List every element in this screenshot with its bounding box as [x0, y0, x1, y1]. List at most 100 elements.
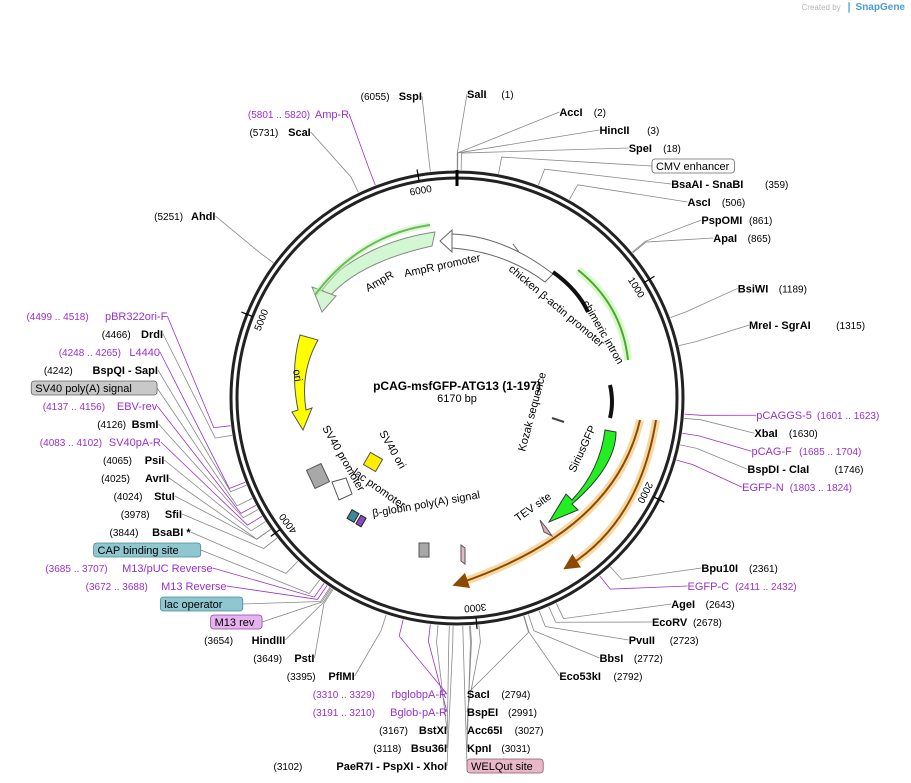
leader-bspqi-sapi [157, 369, 247, 493]
enzyme-ecorv[interactable]: EcoRV(2678) [652, 617, 722, 629]
enzyme-acc65i[interactable]: Acc65I(3027) [467, 725, 544, 737]
enzyme-bsabi[interactable]: BsaBI *(3844) [110, 527, 192, 539]
enzyme-bspdi-clai[interactable]: BspDI - ClaI(1746) [747, 464, 863, 476]
feature-label-ori[interactable]: ori [290, 368, 304, 382]
enzyme-spei[interactable]: SpeI(18) [629, 143, 681, 155]
enzyme-mrei-sgrai[interactable]: MreI - SgrAI(1315) [749, 320, 865, 332]
feature-tag-welqut-site[interactable]: WELQut site [466, 758, 544, 774]
feature-cap-binding-box[interactable] [346, 508, 360, 524]
feature-lac-operator-box[interactable] [355, 514, 367, 528]
enzyme-hindiii[interactable]: HindIII(3654) [204, 635, 285, 647]
leader-sv40pa-r [160, 441, 263, 526]
enzyme-bbsi[interactable]: BbsI(2772) [599, 653, 662, 665]
site-position: (3118) [373, 744, 401, 755]
enzyme-bpu10i[interactable]: Bpu10I(2361) [701, 563, 778, 575]
site-name: SspI [399, 91, 422, 103]
feature-tag-m13-rev[interactable]: M13 rev [210, 614, 263, 630]
feature-tag-label: WELQut site [471, 761, 533, 773]
enzyme-eco53ki[interactable]: Eco53kI(2792) [559, 671, 642, 683]
enzyme-sali[interactable]: SalI(1) [467, 89, 514, 101]
enzyme-hincii[interactable]: HincII (3) [599, 125, 659, 137]
feature-tag-lac-operator[interactable]: lac operator [159, 596, 244, 612]
feature-ori-arrow[interactable] [291, 334, 319, 432]
feature-sv40-ori-box[interactable] [362, 451, 384, 473]
primer-rbglobpa-r[interactable]: rbglobpA-R(3310 .. 3329) [313, 689, 447, 701]
primer-egfp-n[interactable]: EGFP-N(1803 .. 1824) [742, 482, 852, 494]
primer-pbr322ori-f[interactable]: pBR322ori-F(4499 .. 4518) [26, 311, 167, 323]
feature-tag-cap-binding-site[interactable]: CAP binding site [93, 542, 202, 558]
enzyme-pflmi[interactable]: PflMI(3395) [287, 671, 355, 683]
enzyme-saci[interactable]: SacI(2794) [467, 689, 530, 701]
site-position: (1803 .. 1824) [790, 483, 852, 494]
feature-welqut-site[interactable] [460, 544, 466, 565]
site-name: BsiWI [738, 283, 769, 295]
enzyme-bsu36i[interactable]: Bsu36I(3118) [373, 743, 447, 755]
feature-label-ampr-promoter[interactable]: AmpR promoter [403, 252, 482, 280]
enzyme-apai[interactable]: ApaI(865) [713, 233, 771, 245]
primer-pcaggs-5[interactable]: pCAGGS-5(1601 .. 1623) [756, 410, 879, 422]
primer-m13-reverse[interactable]: M13 Reverse(3672 .. 3688) [86, 581, 227, 593]
enzyme-acci[interactable]: AccI(2) [559, 107, 606, 119]
primer-ebv-rev[interactable]: EBV-rev(4137 .. 4156) [43, 401, 158, 413]
feature-label-ampr[interactable]: AmpR [364, 269, 397, 295]
site-name: EGFP-C [688, 581, 730, 593]
enzyme-asci[interactable]: AscI(506) [688, 197, 746, 209]
site-name: HincII [599, 125, 629, 137]
feature-chicken-promoter-divider [512, 243, 520, 253]
enzyme-pvuii[interactable]: PvuII(2723) [629, 635, 699, 647]
site-position: (1601 .. 1623) [817, 411, 879, 422]
enzyme-xbai[interactable]: XbaI(1630) [754, 428, 817, 440]
feature-sv40-promoter-box[interactable] [305, 462, 331, 490]
primer-egfp-c[interactable]: EGFP-C (2411 .. 2432) [688, 581, 797, 593]
enzyme-drdi[interactable]: DrdI(4466) [102, 329, 163, 341]
enzyme-bstxi[interactable]: BstXI(3167) [379, 725, 447, 737]
enzyme-bspqi-sapi[interactable]: BspQI - SapI(4242) [44, 365, 158, 377]
primer-pcag-f[interactable]: pCAG-F(1685 .. 1704) [751, 446, 861, 458]
leader-sspi [421, 96, 431, 172]
site-name: Amp-R [315, 109, 349, 121]
primer-bglob-pa-r[interactable]: Bglob-pA-R(3191 .. 3210) [313, 707, 447, 719]
site-position: (3) [647, 126, 659, 137]
enzyme-avrii[interactable]: AvrII(4025) [101, 473, 169, 485]
enzyme-stui[interactable]: StuI(4024) [114, 491, 175, 503]
enzyme-paer7i-pspxi-xhoi[interactable]: PaeR7I - PspXI - XhoI(3102) [273, 761, 447, 773]
enzyme-agei[interactable]: AgeI(2643) [671, 599, 734, 611]
enzyme-kpni[interactable]: KpnI(3031) [467, 743, 530, 755]
enzyme-psii[interactable]: PsiI(4065) [103, 455, 164, 467]
site-position: (2411 .. 2432) [735, 582, 797, 593]
site-position: (2361) [749, 564, 778, 575]
enzyme-bspei[interactable]: BspEI(2991) [467, 707, 537, 719]
snapgene-logo-icon: ❘ [842, 2, 854, 13]
enzyme-sfii[interactable]: SfiI(3978) [121, 509, 182, 521]
leader-l4440 [159, 351, 246, 489]
plasmid-name: pCAG-msfGFP-ATG13 (1-197) [373, 379, 541, 393]
leader-spei [460, 147, 629, 171]
leader-welqut-site [462, 625, 468, 767]
enzyme-psti[interactable]: PstI(3649) [253, 653, 314, 665]
enzyme-bsiwi[interactable]: BsiWI(1189) [738, 283, 807, 295]
primer-l4440[interactable]: L4440(4248 .. 4265) [59, 347, 160, 359]
enzyme-bsmi[interactable]: BsmI(4126) [97, 419, 158, 431]
feature-ampr-promoter-arrow[interactable] [451, 233, 554, 283]
feature-tag-sv40-poly-a-signal[interactable]: SV40 poly(A) signal [30, 380, 158, 396]
enzyme-scai[interactable]: ScaI(5731) [249, 127, 310, 139]
feature-ampr-promoter-head[interactable] [439, 228, 453, 254]
site-position: (3027) [515, 726, 544, 737]
feature-b-globin-box[interactable] [418, 542, 430, 558]
enzyme-ahdi[interactable]: AhdI(5251) [154, 211, 215, 223]
site-name: AgeI [671, 599, 695, 611]
feature-lac-promoter-arrow[interactable] [331, 477, 353, 501]
enzyme-sspi[interactable]: SspI(6055) [361, 91, 422, 103]
feature-siriusgfp-arrow[interactable] [547, 429, 617, 524]
feature-label-sv40-ori[interactable]: SV40 ori [376, 429, 407, 472]
primer-amp-r[interactable]: Amp-R(5801 .. 5820) [248, 109, 349, 121]
enzyme-pspomi[interactable]: PspOMI(861) [701, 215, 772, 227]
feature-label-tev-site[interactable]: TEV site [513, 491, 554, 525]
feature-tev-site[interactable] [539, 519, 554, 538]
site-name: XbaI [754, 428, 777, 440]
enzyme-bsaai-snabi[interactable]: BsaAI - SnaBI(359) [671, 179, 788, 191]
feature-tag-cmv-enhancer[interactable]: CMV enhancer [651, 158, 735, 174]
primer-sv40pa-r[interactable]: SV40pA-R(4083 .. 4102) [40, 437, 161, 449]
primer-m13-puc-reverse[interactable]: M13/pUC Reverse(3685 .. 3707) [45, 563, 212, 575]
leader-bsabi [190, 531, 299, 574]
